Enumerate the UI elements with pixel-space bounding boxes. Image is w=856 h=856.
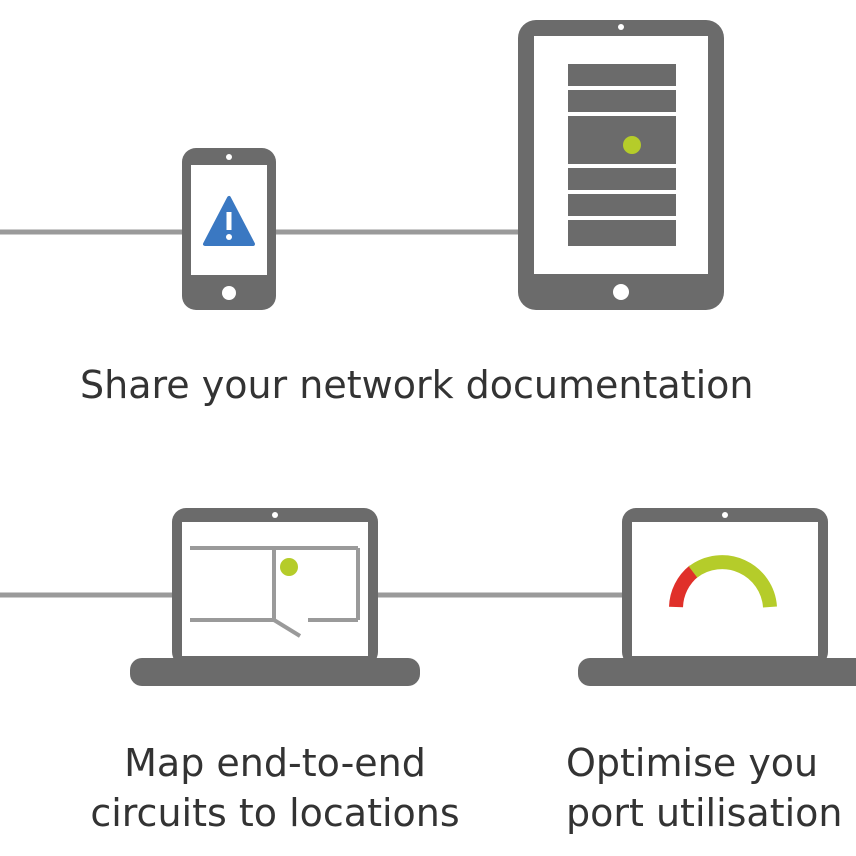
warning-icon: [203, 196, 255, 246]
caption-map-line1: Map end-to-end: [124, 741, 426, 785]
caption-optimise-line2: port utilisation: [566, 791, 843, 835]
caption-optimise-line1: Optimise you: [566, 741, 819, 785]
floor-plan-icon: [190, 546, 360, 638]
caption-share-documentation: Share your network documentation: [80, 360, 753, 410]
gauge-icon: [669, 555, 777, 608]
caption-optimise-ports: Optimise you port utilisation: [566, 738, 843, 838]
laptop-icon-left: [130, 508, 420, 686]
smartphone-icon: [182, 148, 276, 310]
caption-share-text: Share your network documentation: [80, 363, 754, 407]
caption-map-line2: circuits to locations: [90, 791, 460, 835]
laptop-icon-right: [578, 508, 856, 686]
status-dot: [623, 136, 641, 154]
caption-map-circuits: Map end-to-end circuits to locations: [70, 738, 480, 838]
location-dot: [280, 558, 298, 576]
tablet-icon: [518, 20, 724, 310]
server-rack-icon: [568, 64, 676, 246]
